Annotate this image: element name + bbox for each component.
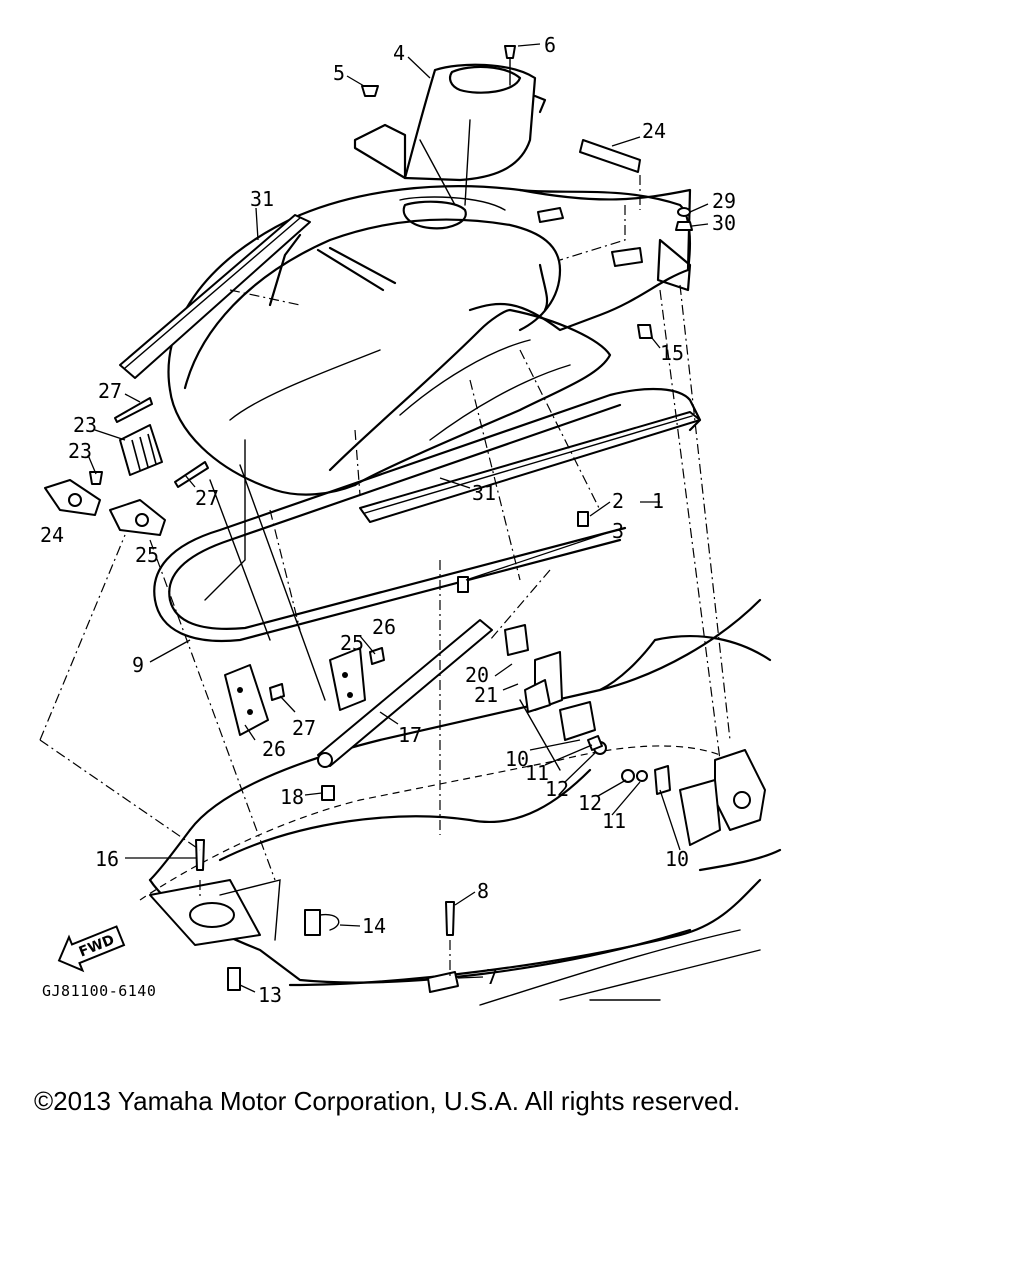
callout-22: 23 (68, 439, 92, 463)
assembly-lines (204, 119, 561, 941)
callout-21: 23 (73, 413, 97, 437)
callout-11: 11 (525, 761, 549, 785)
latch-assembly (504, 624, 671, 795)
callout-23: 24 (40, 523, 64, 547)
handle-pole-cover (353, 63, 547, 182)
callout-14: 13 (258, 983, 282, 1007)
trim-strip-upper (119, 214, 311, 379)
callout-23: 25 (135, 543, 159, 567)
callout-5: 5 (333, 61, 345, 85)
lock-bracket-right (679, 749, 766, 846)
callout-8: 8 (477, 879, 489, 903)
callout-4: 4 (393, 41, 405, 65)
callout-18: 18 (280, 785, 304, 809)
callout-30: 30 (712, 211, 736, 235)
callout-29: 29 (712, 189, 736, 213)
cross-bar (317, 619, 493, 768)
callout-leaders (87, 43, 709, 993)
callout-25: 25 (340, 631, 364, 655)
trim-strip-lower (359, 411, 701, 523)
callout-31: 31 (472, 481, 496, 505)
callout-10: 10 (505, 747, 529, 771)
bracket-26 (224, 664, 269, 736)
callout-10: 10 (665, 847, 689, 871)
callout-16: 16 (95, 847, 119, 871)
callout-24: 26 (372, 615, 396, 639)
callout-1: 1 (652, 489, 664, 513)
rear-panel (328, 308, 612, 487)
bracket-25 (329, 647, 366, 711)
callout-28: 24 (642, 119, 666, 143)
callout-20: 21 (474, 683, 498, 707)
copyright-notice: ©2013 Yamaha Motor Corporation, U.S.A. A… (34, 1086, 741, 1116)
callout-13: 15 (660, 341, 684, 365)
diagram-code: GJ81100-6140 (42, 982, 156, 1000)
callout-12: 12 (545, 777, 569, 801)
callout-19: 20 (465, 663, 489, 687)
callout-7: 7 (486, 965, 498, 989)
callout-11: 11 (602, 809, 626, 833)
callout-27: 27 (98, 379, 122, 403)
callout-26: 26 (262, 737, 286, 761)
front-grip (119, 424, 163, 476)
callout-3: 3 (612, 519, 624, 543)
callout-27: 27 (195, 486, 219, 510)
callout-15: 14 (362, 914, 386, 938)
callout-9: 9 (132, 653, 144, 677)
clip-23-right (109, 499, 166, 536)
callout-numbers: 6 4 5 24 29 30 31 15 27 23 23 27 31 2 1 … (40, 33, 736, 1007)
front-nose (149, 879, 261, 946)
forward-arrow: FWD (57, 925, 126, 973)
callout-12: 12 (578, 791, 602, 815)
callout-24: 27 (292, 716, 316, 740)
callout-6: 6 (544, 33, 556, 57)
deck-cover (167, 185, 692, 496)
callout-31: 31 (250, 187, 274, 211)
hardware (89, 45, 693, 993)
frame-rail (153, 387, 702, 642)
callout-2: 2 (612, 489, 624, 513)
exploded-parts-diagram: FWD 6 4 5 24 29 30 31 15 27 23 23 27 31 … (39, 33, 782, 1007)
callout-17: 17 (398, 723, 422, 747)
alignment-lines (39, 175, 731, 980)
clip-23-left (44, 479, 101, 516)
